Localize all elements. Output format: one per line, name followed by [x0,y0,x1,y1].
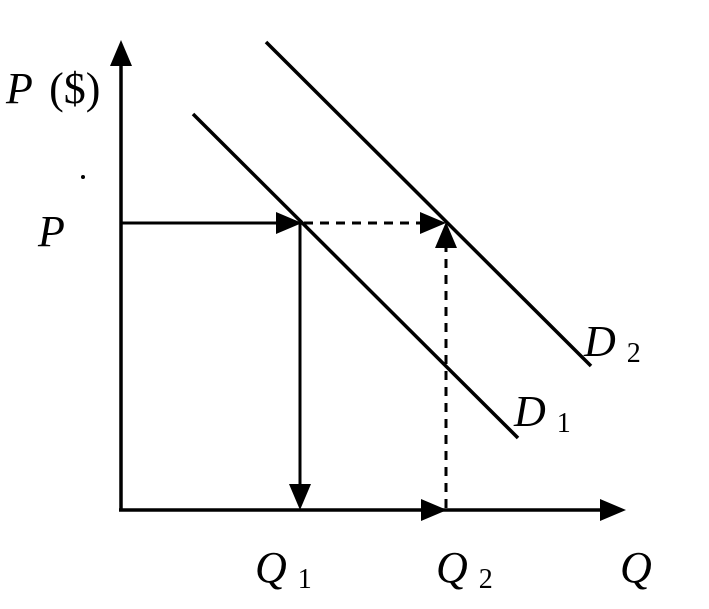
d2-label: D 2 [583,317,641,369]
y-axis-label: P ($) [5,64,100,113]
d1-to-d2-arrowhead [420,212,446,234]
d1-to-q1-arrowhead [289,484,311,510]
q1-label: Q 1 [255,543,312,595]
demand-curve-d1 [191,112,520,440]
d1-label: D 1 [513,387,571,439]
x-axis-label: Q [620,543,652,592]
price-label: P [37,207,65,256]
demand-curve-d2 [264,40,593,368]
x-axis-arrowhead [600,499,626,521]
q2-to-d2-arrowhead [435,222,457,248]
q2-label: Q 2 [436,543,493,595]
stray-dot [81,175,85,179]
price-to-d1-arrowhead [276,212,302,234]
q1-to-q2-arrowhead [421,499,447,521]
y-axis-arrowhead [110,40,132,66]
